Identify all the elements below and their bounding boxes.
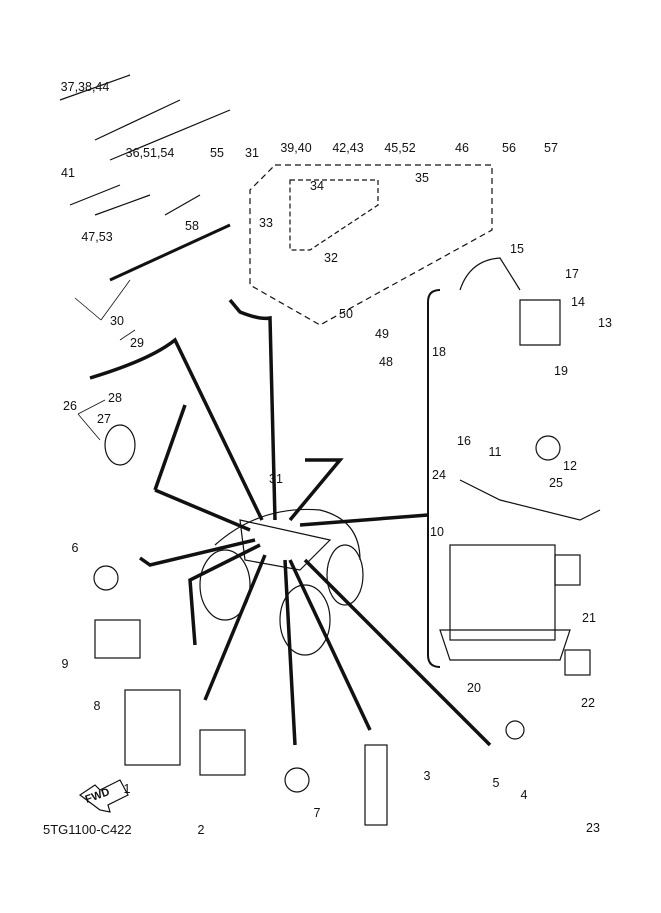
callout-4: 4 [520,787,528,802]
part-3-ignition-coil [364,744,388,826]
callout-1: 1 [123,781,131,796]
part-13-relay [519,299,561,346]
atv-illustration [199,508,364,656]
callout-31: 31 [245,145,259,160]
part-8-rectifier [94,619,141,659]
part-12-grommet [535,435,561,461]
group-leader-lines [89,298,492,747]
part-10-battery [449,544,556,641]
callout-42-43: 42,43 [332,140,364,155]
callout-9: 9 [61,656,69,671]
callout-57: 57 [544,140,558,155]
callout-8: 8 [93,698,101,713]
callout-6: 6 [71,540,79,555]
callout-39-40: 39,40 [280,140,312,155]
callout-26: 26 [63,398,77,413]
callout-16: 16 [457,433,471,448]
callout-55: 55 [210,145,224,160]
harness-group-box [249,164,493,326]
part-15-lead [459,257,521,291]
part-21 [554,554,581,586]
part-5 [505,720,525,740]
part-1-cdi-unit [124,689,181,766]
callout-31: 31 [269,471,283,486]
sub-group-box [289,179,379,251]
callout-27: 27 [97,411,111,426]
callout-36-51-54: 36,51,54 [125,145,175,160]
callout-29: 29 [130,335,144,350]
callout-17: 17 [565,266,579,281]
callout-7: 7 [313,805,321,820]
callout-12: 12 [563,458,577,473]
callout-25: 25 [549,475,563,490]
callout-5: 5 [492,775,500,790]
callout-30: 30 [110,313,124,328]
part-2 [199,729,246,776]
callout-21: 21 [582,610,596,625]
callout-56: 56 [502,140,516,155]
callout-24: 24 [432,467,446,482]
callout-41: 41 [61,165,75,180]
callout-50: 50 [339,306,353,321]
callout-19: 19 [554,363,568,378]
part-22 [564,649,591,676]
part-6 [93,565,119,591]
bands [69,184,201,216]
callout-15: 15 [510,241,524,256]
callout-22: 22 [581,695,595,710]
callout-58: 58 [185,218,199,233]
part-26-switch [104,424,136,466]
part-20-battery-tray [439,629,571,661]
callout-34: 34 [310,178,324,193]
callout-11: 11 [488,444,502,459]
part-30-harness [109,223,231,282]
part-24-lead [459,479,601,521]
battery-group-bracket [427,289,441,668]
callout-33: 33 [259,215,273,230]
callout-28: 28 [108,390,122,405]
callout-45-52: 45,52 [384,140,416,155]
part-7 [284,767,310,793]
callout-49: 49 [375,326,389,341]
callout-2: 2 [197,822,205,837]
callout-18: 18 [432,344,446,359]
callout-20: 20 [467,680,481,695]
callout-46: 46 [455,140,469,155]
callout-32: 32 [324,250,338,265]
fwd-arrow [78,779,129,813]
cable-ties [59,74,231,161]
callout-10: 10 [430,524,444,539]
callout-3: 3 [423,768,431,783]
callout-13: 13 [598,315,612,330]
callout-35: 35 [415,170,429,185]
callout-37-38-44: 37,38,44 [60,79,110,94]
callout-48: 48 [379,354,393,369]
callout-14: 14 [571,294,585,309]
callout-23: 23 [586,820,600,835]
callout-47-53: 47,53 [81,229,113,244]
diagram-code: 5TG1100-C422 [43,822,132,837]
